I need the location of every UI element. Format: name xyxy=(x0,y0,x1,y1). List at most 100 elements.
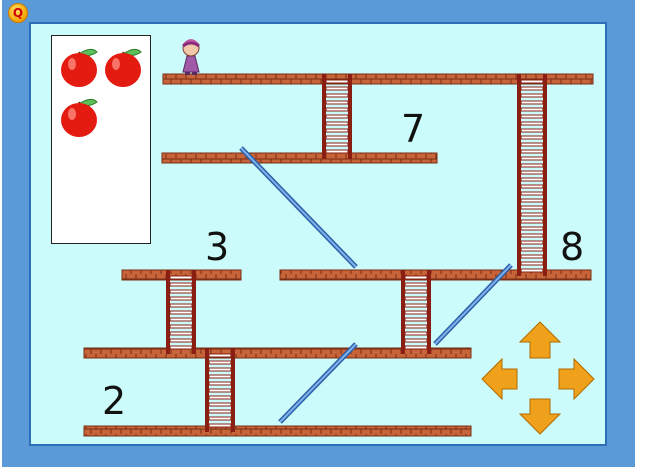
ladder-rung xyxy=(520,107,544,112)
ladder-rung xyxy=(404,275,428,280)
ladder-rung xyxy=(404,324,428,329)
ladder-rung xyxy=(325,135,349,140)
ladder-rung xyxy=(520,240,544,245)
ladder-rung xyxy=(520,100,544,105)
ladder-rung xyxy=(520,79,544,84)
ladder-rung xyxy=(169,282,193,287)
ladder-rung xyxy=(520,254,544,259)
quit-button[interactable]: Q xyxy=(8,3,28,23)
ladder-rail xyxy=(192,270,196,354)
board-canvas xyxy=(83,39,595,437)
ladder-rail xyxy=(205,348,209,432)
ladder-rung xyxy=(404,331,428,336)
ladder-rung xyxy=(520,212,544,217)
ladder-rung xyxy=(169,310,193,315)
platform-fourth xyxy=(83,347,472,359)
ladder-rung xyxy=(208,423,232,428)
ladder-rung xyxy=(520,128,544,133)
ladder-rail xyxy=(166,270,170,354)
ladder-rung xyxy=(520,226,544,231)
ladder-rung xyxy=(208,367,232,372)
ladder-rung xyxy=(208,409,232,414)
arrow-right-icon[interactable] xyxy=(558,357,595,401)
game-board: 7 3 8 2 xyxy=(29,22,607,446)
ladder-rung xyxy=(325,79,349,84)
ladder-rung xyxy=(325,86,349,91)
platform-third-right xyxy=(279,269,592,281)
platform-number-2[interactable]: 2 xyxy=(102,379,127,423)
arrow-up-icon[interactable] xyxy=(518,321,562,359)
ladder-rung xyxy=(208,416,232,421)
ladder-rail xyxy=(322,74,326,159)
ladder-rung xyxy=(208,388,232,393)
ladder-rung xyxy=(404,310,428,315)
ladder-top-right[interactable] xyxy=(517,74,547,276)
ladder-rail xyxy=(427,270,431,354)
ladder-rung xyxy=(169,275,193,280)
ladder-rung xyxy=(404,289,428,294)
ladder-rail xyxy=(401,270,405,354)
ladder-rung xyxy=(520,205,544,210)
platform-top xyxy=(162,73,594,85)
ladder-rung xyxy=(325,100,349,105)
apple-icon xyxy=(105,48,142,87)
apple-icon xyxy=(61,48,98,87)
ladder-rung xyxy=(208,395,232,400)
arrow-left-icon[interactable] xyxy=(481,357,518,401)
platform-bottom xyxy=(83,425,472,437)
slide-3-highlight xyxy=(279,343,357,423)
platform-third-left xyxy=(121,269,242,281)
ladder-rung xyxy=(520,177,544,182)
ladder-rung xyxy=(169,289,193,294)
ladder-rung xyxy=(404,303,428,308)
apple-container xyxy=(61,48,142,137)
ladder-rung xyxy=(169,296,193,301)
slide-1-highlight xyxy=(240,147,357,268)
ladder-rung xyxy=(520,149,544,154)
ladder-rung xyxy=(208,360,232,365)
ladder-rung xyxy=(169,331,193,336)
ladder-rail xyxy=(231,348,235,432)
ladder-rung xyxy=(208,402,232,407)
ladder-top-middle[interactable] xyxy=(322,74,352,159)
ladder-rung xyxy=(520,114,544,119)
ladder-rung xyxy=(325,93,349,98)
ladder-rung xyxy=(169,317,193,322)
platform-second xyxy=(161,152,438,164)
ladder-rung xyxy=(520,219,544,224)
ladder-rung xyxy=(404,282,428,287)
ladder-rung xyxy=(208,353,232,358)
arrow-down-icon[interactable] xyxy=(518,398,562,435)
apple-score-box xyxy=(51,35,151,244)
ladder-rung xyxy=(520,261,544,266)
ladder-third-right[interactable] xyxy=(401,270,431,354)
ladder-rail xyxy=(543,74,547,276)
ladder-rung xyxy=(404,317,428,322)
ladder-rung xyxy=(208,374,232,379)
player-character xyxy=(182,39,200,75)
ladder-third-left[interactable] xyxy=(166,270,196,354)
ladder-rail xyxy=(348,74,352,159)
platform-number-8[interactable]: 8 xyxy=(560,225,585,269)
ladder-rung xyxy=(404,345,428,350)
ladder-rung xyxy=(520,233,544,238)
ladder-rung xyxy=(520,156,544,161)
ladder-rung xyxy=(520,86,544,91)
apple-icon xyxy=(61,98,98,137)
ladder-rung xyxy=(520,121,544,126)
ladder-rung xyxy=(520,93,544,98)
slide-2-highlight xyxy=(434,264,512,345)
ladder-rung xyxy=(520,198,544,203)
ladder-rung xyxy=(520,184,544,189)
ladder-rung xyxy=(404,338,428,343)
ladder-rung xyxy=(169,324,193,329)
platform-number-3[interactable]: 3 xyxy=(205,225,230,269)
ladder-fourth-left[interactable] xyxy=(205,348,235,432)
ladder-rung xyxy=(169,345,193,350)
ladder-rung xyxy=(520,163,544,168)
ladder-rung xyxy=(169,338,193,343)
platform-number-7[interactable]: 7 xyxy=(401,107,426,151)
ladder-rung xyxy=(169,303,193,308)
ladder-rung xyxy=(325,114,349,119)
ladder-rung xyxy=(520,191,544,196)
